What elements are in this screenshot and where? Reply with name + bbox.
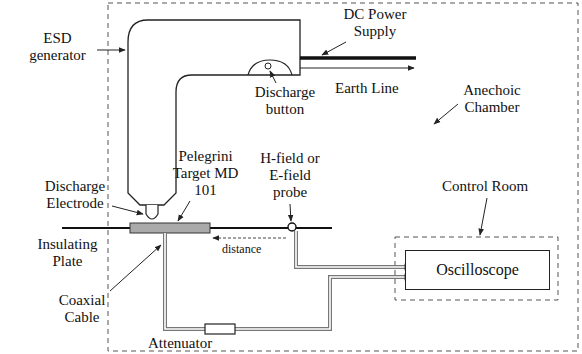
generator-label: ESD generator bbox=[20, 30, 95, 64]
distance-label: distance bbox=[222, 241, 261, 258]
cable-label: Coaxial Cable bbox=[52, 292, 112, 326]
field-probe bbox=[288, 223, 296, 231]
control-room-boundary bbox=[395, 237, 558, 300]
discharge-button bbox=[248, 60, 292, 75]
earth-label: Earth Line bbox=[335, 80, 399, 97]
pelegrini-target bbox=[130, 223, 210, 233]
button-dot bbox=[265, 63, 271, 69]
power-supply-label: DC Power Supply bbox=[330, 6, 420, 40]
oscilloscope-box: Oscilloscope bbox=[405, 250, 550, 290]
node-text: Oscilloscope bbox=[436, 261, 519, 279]
attenuator bbox=[205, 324, 235, 334]
coaxial-cables bbox=[165, 231, 405, 329]
target-label: Pelegrini Target MD 101 bbox=[168, 148, 243, 199]
probe-label: H-field or E-field probe bbox=[254, 150, 326, 201]
button-label: Discharge button bbox=[245, 84, 325, 118]
chamber-label: Anechoic Chamber bbox=[448, 82, 536, 116]
attenuator-label: Attenuator bbox=[148, 335, 212, 352]
control-room-label: Control Room bbox=[442, 178, 528, 195]
electrode-label: Discharge Electrode bbox=[36, 178, 114, 212]
dc-cable bbox=[300, 56, 416, 60]
distance-arrow bbox=[213, 238, 286, 239]
discharge-electrode bbox=[146, 205, 158, 219]
plate-label: Insulating Plate bbox=[30, 236, 105, 270]
earth-line bbox=[300, 68, 414, 69]
chamber-boundary bbox=[108, 3, 578, 351]
